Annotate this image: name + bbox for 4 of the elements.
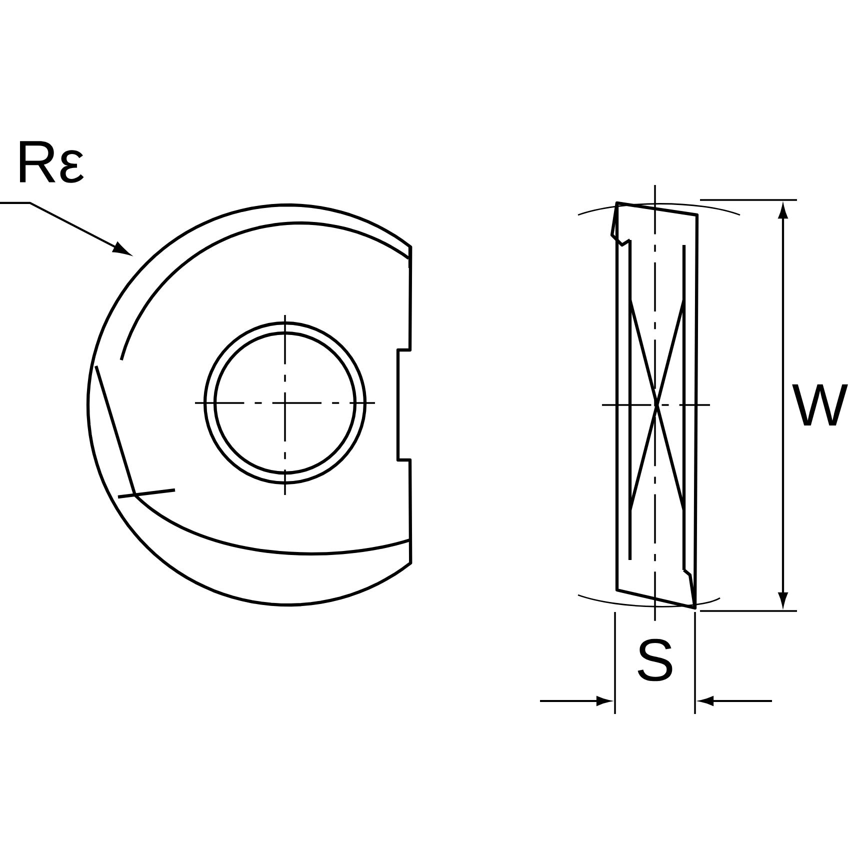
dimension-label: W <box>792 384 848 426</box>
insert-front-drawing <box>86 203 412 607</box>
dimension-label: Rε <box>20 141 84 183</box>
dimension-label: S <box>638 638 672 682</box>
